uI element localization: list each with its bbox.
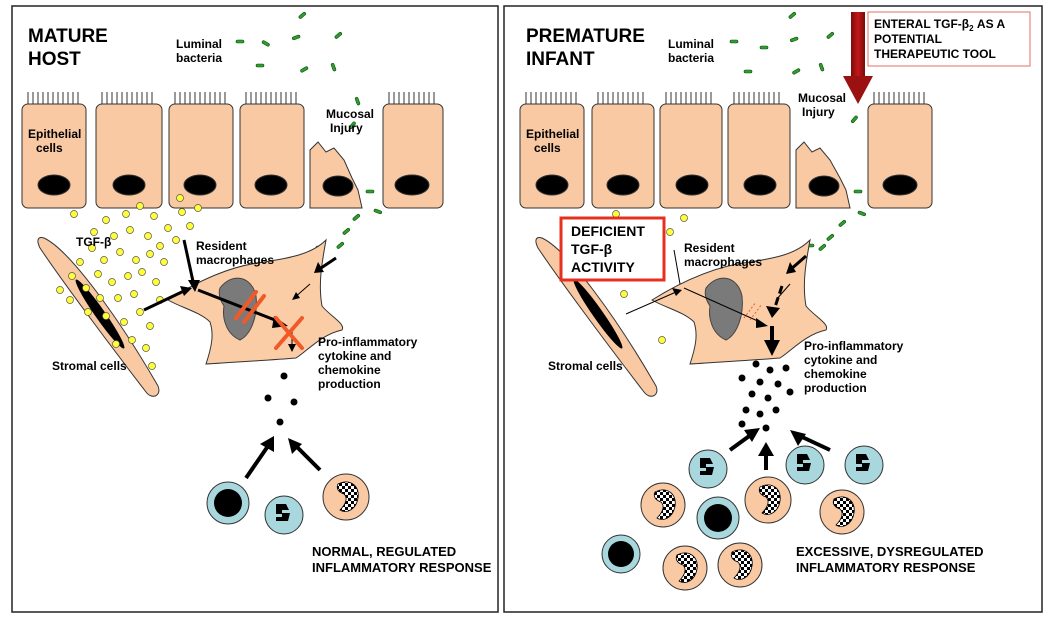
epithelial-cell	[21, 92, 87, 209]
luminal-bacteria-label: Luminal bacteria	[668, 37, 717, 65]
resident-macrophage	[167, 238, 344, 365]
response-label: EXCESSIVE, DYSREGULATED INFLAMMATORY RES…	[796, 544, 987, 575]
tgf-beta-molecules	[56, 194, 202, 370]
recruitment-arrows	[728, 428, 831, 470]
svg-text:DEFICIENT TGF-β: DEFICIENT TGF-β ACTIVITY	[571, 223, 649, 275]
resident-macrophages-label: Resident macrophages	[684, 241, 762, 269]
cytokines	[264, 372, 298, 426]
mucosal-injury-label: Mucosal Injury	[326, 107, 377, 135]
macrophage-cell	[819, 489, 865, 535]
tgf-beta-label: TGF-β	[76, 235, 111, 249]
epithelial-layer	[519, 92, 933, 209]
epithelial-cells-label: Epithelial cells	[526, 127, 583, 155]
deficient-tgf-callout: DEFICIENT TGF-β ACTIVITY	[559, 216, 666, 282]
luminal-bacteria	[729, 11, 866, 251]
mucosal-injury-label: Mucosal Injury	[798, 91, 849, 119]
mature-host-panel: MATURE HOST Luminal bacteria	[11, 5, 499, 613]
epithelial-cell	[659, 92, 723, 209]
macrophage-cell	[640, 482, 686, 528]
inhibition-marks	[234, 290, 304, 350]
premature-infant-panel: PREMATURE INFANT Luminal bacteria	[503, 5, 1043, 613]
resident-macrophage	[651, 238, 828, 365]
leukocytes	[206, 473, 370, 535]
monocyte-cell	[688, 449, 728, 489]
svg-text:ENTERAL TGF-β2 AS A PO: ENTERAL TGF-β2 AS A POTENTIAL THERAPEUTI…	[874, 17, 1008, 61]
luminal-bacteria-label: Luminal bacteria	[176, 37, 225, 65]
injured-epithelial-cell	[309, 141, 363, 209]
neutrophil-cell	[696, 496, 740, 540]
epithelial-cell	[239, 92, 305, 209]
recruitment-arrows	[244, 436, 322, 480]
neutrophil-cell	[206, 481, 250, 525]
macrophage-cell	[744, 476, 792, 524]
neutrophil-cell	[601, 534, 641, 574]
leukocytes	[601, 445, 884, 591]
epithelial-cell	[519, 92, 585, 209]
monocyte-cell	[785, 445, 825, 485]
macrophage-cell	[717, 542, 763, 588]
therapy-arrow	[843, 12, 873, 104]
response-label: NORMAL, REGULATED INFLAMMATORY RESPONSE	[312, 544, 492, 575]
panel-title: MATURE HOST	[28, 26, 113, 70]
weak-signaling-arrows	[625, 249, 807, 356]
resident-macrophages-label: Resident macrophages	[196, 239, 274, 267]
stromal-cells-label: Stromal cells	[548, 359, 623, 373]
epithelial-cell	[867, 92, 933, 209]
proinflammatory-label: Pro-inflammatory cytokine and chemokine …	[318, 335, 421, 391]
proinflammatory-label: Pro-inflammatory cytokine and chemokine …	[804, 339, 907, 395]
epithelial-cell	[591, 92, 655, 209]
monocyte-cell	[844, 445, 884, 485]
luminal-bacteria	[235, 11, 382, 250]
cytokines	[738, 360, 794, 432]
therapy-callout: ENTERAL TGF-β2 AS A POTENTIAL THERAPEUTI…	[867, 11, 1031, 67]
epithelial-cell	[95, 92, 163, 209]
epithelial-cell	[727, 92, 791, 209]
epithelial-cell	[382, 92, 444, 209]
epithelial-cell	[168, 92, 234, 209]
weak-inhibition-marks	[743, 301, 763, 321]
monocyte-cell	[264, 495, 304, 535]
injured-epithelial-cell	[795, 141, 851, 209]
epithelial-layer	[21, 92, 444, 209]
macrophage-cell	[662, 545, 708, 591]
panel-title: PREMATURE INFANT	[526, 26, 650, 70]
macrophage-cell	[322, 473, 370, 521]
stromal-cells-label: Stromal cells	[52, 359, 127, 373]
epithelial-cells-label: Epithelial cells	[28, 127, 85, 155]
